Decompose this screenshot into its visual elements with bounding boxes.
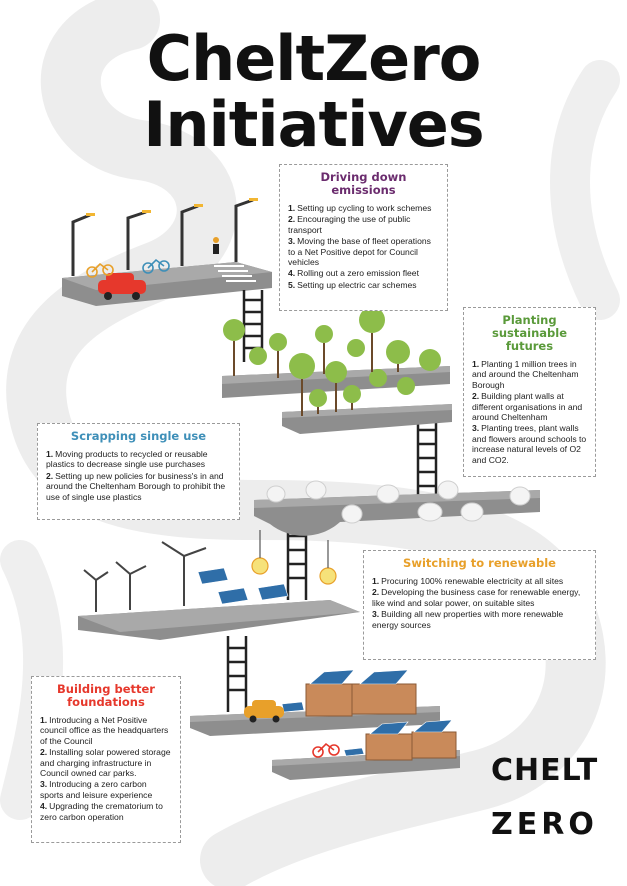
item-number: 1.	[288, 203, 296, 213]
cheltzero-logo: CHELT ZERO	[491, 756, 603, 840]
item-text: Introducing a Net Positive council offic…	[40, 715, 169, 746]
list-item: 2.Building plant walls at different orga…	[472, 391, 587, 422]
recycling-platform	[251, 480, 540, 585]
item-text: Planting trees, plant walls and flowers …	[472, 423, 587, 465]
road-platform	[62, 198, 272, 306]
item-text: Setting up cycling to work schemes	[297, 203, 432, 213]
item-number: 5.	[288, 279, 296, 290]
item-text: Building plant walls at different organi…	[472, 391, 583, 423]
logo-line2: ZERO	[491, 807, 598, 842]
section-heading: Planting sustainable futures	[492, 313, 567, 353]
item-number: 2.	[288, 214, 296, 225]
list-item: 2.Setting up new policies for business's…	[46, 471, 231, 502]
item-number: 1.	[40, 715, 48, 725]
item-number: 4.	[40, 801, 48, 812]
item-number: 3.	[372, 609, 380, 620]
item-text: Setting up new policies for business's i…	[46, 470, 226, 502]
item-text: Building all new properties with more re…	[372, 609, 564, 630]
section-heading: Scrapping single use	[70, 429, 207, 443]
list-item: 3.Moving the base of fleet operations to…	[288, 236, 439, 267]
item-text: Upgrading the crematorium to zero carbon…	[40, 801, 163, 822]
item-text: Developing the business case for renewab…	[372, 587, 581, 608]
item-number: 3.	[40, 779, 48, 790]
page-title-line1: CheltZero	[146, 22, 482, 95]
page-title-line2: Initiatives	[143, 88, 484, 161]
section-planting-sustainable-futures: Planting sustainable futures 1.Planting …	[463, 307, 596, 477]
ladder	[226, 290, 438, 712]
item-number: 2.	[472, 391, 480, 402]
houses-platform	[190, 669, 460, 780]
section-heading: Switching to renewable	[403, 556, 556, 570]
item-number: 3.	[288, 236, 296, 247]
item-text: Setting up electric car schemes	[297, 279, 417, 290]
item-number: 2.	[46, 470, 54, 481]
item-text: Installing solar powered storage and cha…	[40, 747, 171, 779]
item-text: Moving the base of fleet operations to a…	[288, 236, 431, 268]
section-building-better-foundations: Building better foundations 1.Introducin…	[31, 676, 181, 843]
initiative-list: 1.Planting 1 million trees in and around…	[472, 359, 587, 465]
list-item: 1.Setting up cycling to work schemes	[288, 203, 439, 213]
item-text: Procuring 100% renewable electricity at …	[381, 576, 564, 586]
list-item: 3.Planting trees, plant walls and flower…	[472, 423, 587, 465]
item-number: 1.	[372, 576, 380, 586]
item-number: 1.	[472, 359, 480, 369]
list-item: 1.Moving products to recycled or reusabl…	[46, 449, 231, 470]
item-number: 3.	[472, 423, 480, 434]
list-item: 5.Setting up electric car schemes	[288, 280, 439, 290]
section-switching-to-renewable: Switching to renewable 1.Procuring 100% …	[363, 550, 596, 660]
list-item: 2.Installing solar powered storage and c…	[40, 747, 172, 778]
initiative-list: 1.Introducing a Net Positive council off…	[40, 715, 172, 822]
item-number: 2.	[40, 747, 48, 758]
list-item: 1.Introducing a Net Positive council off…	[40, 715, 172, 746]
list-item: 1.Planting 1 million trees in and around…	[472, 359, 587, 390]
section-heading: Building better foundations	[57, 682, 155, 709]
item-text: Introducing a zero carbon sports and lei…	[40, 779, 153, 800]
list-item: 2.Developing the business case for renew…	[372, 587, 587, 608]
item-text: Planting 1 million trees in and around t…	[472, 359, 579, 390]
renewable-platform	[78, 541, 360, 640]
item-number: 4.	[288, 268, 296, 279]
initiative-list: 1.Moving products to recycled or reusabl…	[46, 449, 231, 502]
item-text: Encouraging the use of public transport	[288, 214, 411, 235]
list-item: 4.Upgrading the crematorium to zero carb…	[40, 801, 172, 822]
list-item: 2.Encouraging the use of public transpor…	[288, 214, 439, 235]
list-item: 1.Procuring 100% renewable electricity a…	[372, 576, 587, 586]
item-text: Rolling out a zero emission fleet	[297, 268, 419, 279]
list-item: 3.Introducing a zero carbon sports and l…	[40, 779, 172, 800]
list-item: 4.Rolling out a zero emission fleet	[288, 268, 439, 278]
list-item: 3.Building all new properties with more …	[372, 609, 587, 630]
logo-line1: CHELT	[491, 753, 599, 788]
tree-platform	[222, 307, 452, 434]
initiative-list: 1.Setting up cycling to work schemes 2.E…	[288, 203, 439, 290]
section-heading: Driving down emissions	[320, 170, 407, 197]
section-scrapping-single-use: Scrapping single use 1.Moving products t…	[37, 423, 240, 520]
item-text: Moving products to recycled or reusable …	[46, 449, 208, 470]
initiative-list: 1.Procuring 100% renewable electricity a…	[372, 576, 587, 630]
item-number: 2.	[372, 587, 380, 598]
item-number: 1.	[46, 449, 54, 459]
section-driving-down-emissions: Driving down emissions 1.Setting up cycl…	[279, 164, 448, 311]
